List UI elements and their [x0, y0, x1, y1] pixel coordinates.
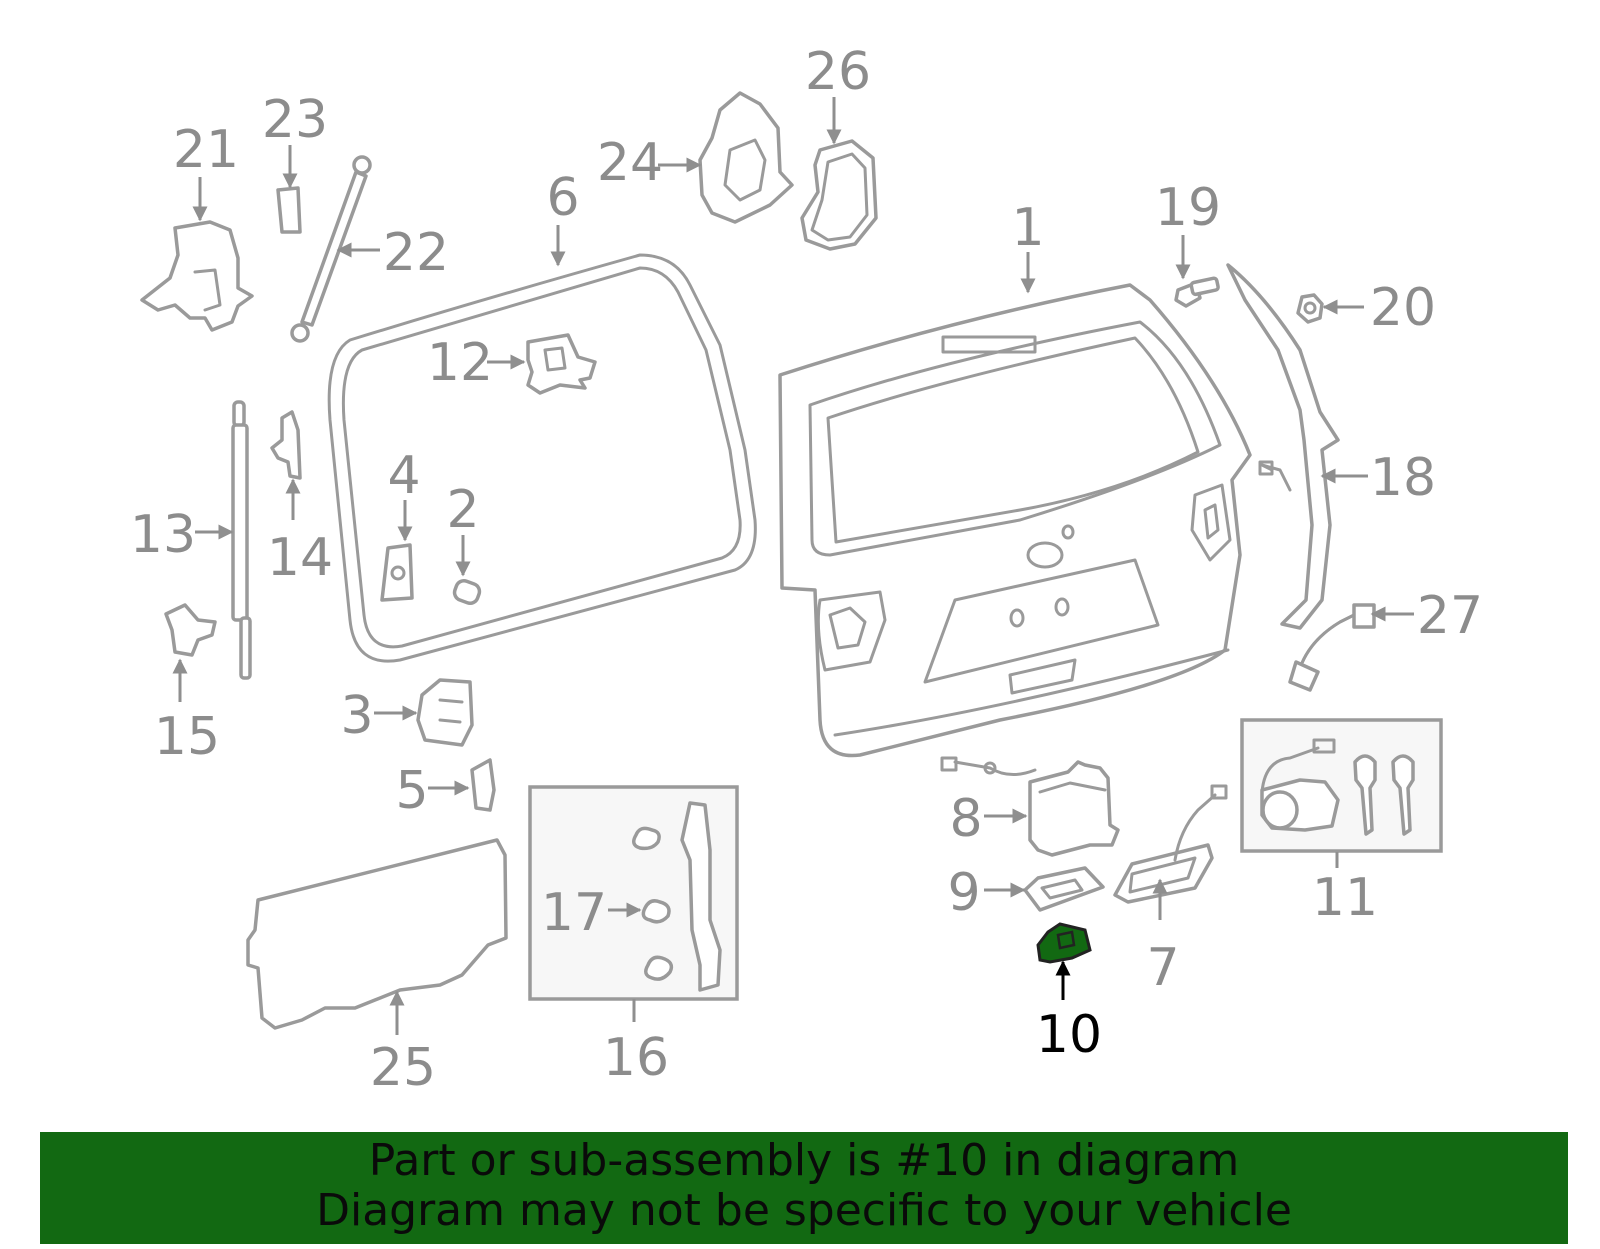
- part-2: [452, 579, 482, 605]
- part-14: [270, 410, 302, 480]
- part-23: [276, 186, 302, 234]
- part-18: [1226, 263, 1340, 630]
- callout-17: 17: [541, 883, 607, 943]
- callout-12: 12: [427, 333, 493, 393]
- callout-13: 13: [130, 505, 196, 565]
- callout-21: 21: [173, 120, 239, 180]
- callout-8: 8: [949, 789, 982, 849]
- callout-18: 18: [1370, 448, 1436, 508]
- callout-labels: 1 2 3 4 5 6 7 8 9 10 11 12 13 14 15 16 1…: [130, 42, 1483, 1098]
- part-5: [470, 758, 496, 812]
- callout-6: 6: [546, 168, 579, 228]
- callout-1: 1: [1011, 198, 1044, 258]
- part-13-strut: [231, 400, 252, 680]
- part-19-bolt: [1174, 276, 1220, 308]
- part-15: [164, 603, 217, 657]
- callout-3: 3: [340, 686, 373, 746]
- part-8-actuator: [940, 756, 1120, 857]
- part-21: [140, 220, 254, 332]
- callout-5: 5: [395, 761, 428, 821]
- callout-9: 9: [947, 863, 980, 923]
- part-1-liftgate: [778, 283, 1252, 758]
- callout-16: 16: [603, 1028, 669, 1088]
- part-24: [698, 91, 794, 224]
- callout-4: 4: [387, 446, 420, 506]
- callout-15: 15: [154, 707, 220, 767]
- callout-23: 23: [262, 90, 328, 150]
- callout-11: 11: [1312, 868, 1378, 928]
- info-banner: Part or sub-assembly is #10 in diagram D…: [40, 1132, 1568, 1244]
- part-4: [380, 543, 414, 602]
- callout-7: 7: [1146, 938, 1179, 998]
- callout-25: 25: [370, 1038, 436, 1098]
- callout-leaders: [172, 97, 1414, 1035]
- callout-24: 24: [597, 133, 663, 193]
- part-25-trim-panel: [246, 838, 508, 1030]
- box-11: [1240, 718, 1443, 853]
- callout-2: 2: [446, 480, 479, 540]
- part-3: [416, 678, 474, 747]
- part-27: [1288, 603, 1376, 692]
- part-6-weatherstrip: [327, 253, 757, 663]
- box-16: [528, 785, 739, 1001]
- callout-10-highlighted: 10: [1036, 1005, 1102, 1065]
- callout-14: 14: [267, 528, 333, 588]
- part-9: [1023, 866, 1105, 912]
- part-22-strut: [290, 155, 372, 343]
- callout-22: 22: [383, 223, 449, 283]
- callout-20: 20: [1370, 278, 1436, 338]
- banner-line-2: Diagram may not be specific to your vehi…: [316, 1185, 1292, 1236]
- callout-19: 19: [1155, 178, 1221, 238]
- part-20-nut: [1296, 293, 1324, 324]
- callout-27: 27: [1417, 586, 1483, 646]
- callout-26: 26: [805, 42, 871, 102]
- part-26: [800, 139, 878, 251]
- part-10-highlighted[interactable]: [1036, 922, 1092, 964]
- part-12: [526, 333, 597, 395]
- part-7-handle: [1113, 784, 1228, 904]
- banner-line-1: Part or sub-assembly is #10 in diagram: [368, 1135, 1240, 1186]
